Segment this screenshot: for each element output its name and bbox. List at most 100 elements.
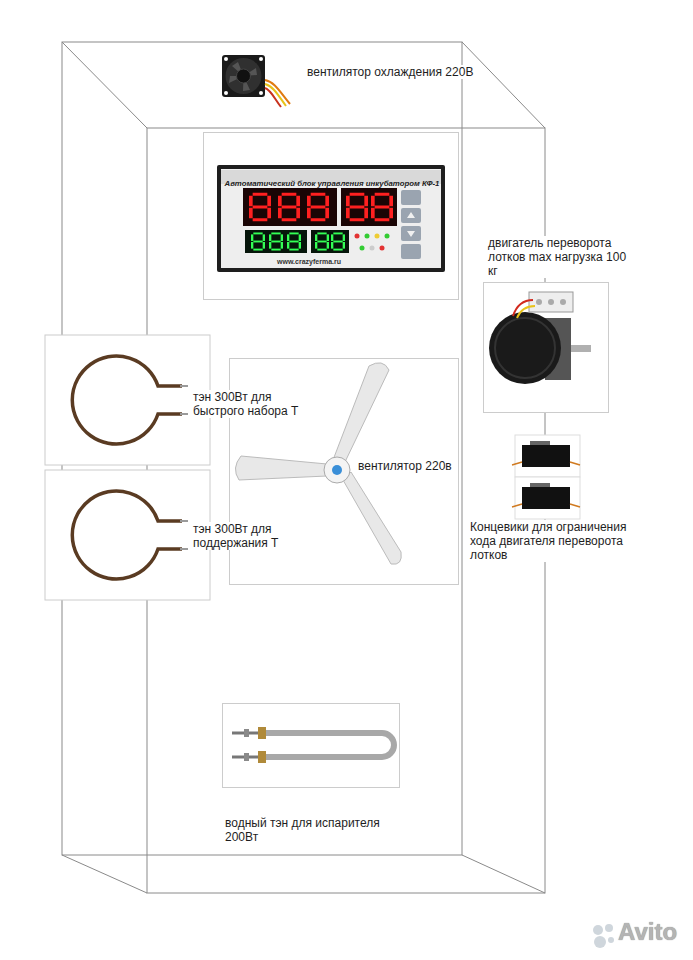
- cabinet-outline-part: [62, 42, 147, 128]
- controller-unit-part: [249, 193, 271, 222]
- water-heater-part: [266, 733, 394, 757]
- water-heater-part: [258, 751, 266, 763]
- water-heater-box: водный тэн для испарителя 200Вт: [222, 703, 400, 788]
- circulation-fan-part: [343, 472, 401, 564]
- watermark-holder: Avito: [618, 918, 677, 946]
- turning-motor-part: [495, 318, 555, 378]
- cabinet-outline-part: [62, 855, 147, 893]
- water-heater: [222, 703, 400, 788]
- heater-hold-part: [180, 548, 188, 550]
- water-heater-part: [258, 727, 266, 739]
- turning-motor-part: [548, 299, 554, 305]
- watermark-logo-part: [593, 925, 603, 935]
- controller-unit-part: [385, 234, 390, 239]
- cooling-fan-part: [265, 88, 281, 107]
- water-heater-part: [244, 729, 249, 737]
- controller-unit-part: [407, 212, 415, 237]
- turning-motor-part: [483, 282, 609, 413]
- controller-unit-part: [245, 230, 307, 253]
- heater-fast-part: [180, 385, 188, 387]
- controller-title-holder: Автоматический блок управления инкубатор…: [222, 172, 442, 190]
- fan-label: вентилятор 220в: [358, 459, 452, 473]
- controller-unit-part: [370, 246, 375, 251]
- controller-unit-part: [365, 234, 370, 239]
- motor-box: двигатель переворота лотков max нагрузка…: [483, 282, 609, 413]
- controller-unit-part: [360, 246, 365, 251]
- turning-motor-part: [529, 292, 573, 312]
- water-heater-part: [222, 703, 400, 788]
- circulation-fan-part: [333, 363, 389, 462]
- controller-unit-part: [307, 193, 329, 222]
- cooling-fan-part: [229, 62, 257, 91]
- motor-heading-holder: двигатель переворота лотков max нагрузка…: [486, 236, 636, 279]
- limit-switches: [512, 435, 580, 519]
- limit-switches-part: [512, 462, 522, 465]
- circulation-fan-part: [235, 456, 327, 480]
- heater-fast-part: [72, 356, 182, 444]
- controller-unit-part: [251, 232, 265, 250]
- controller-unit-part: [341, 188, 397, 226]
- limit-switches-part: [522, 487, 570, 509]
- turning-motor: [483, 282, 609, 413]
- cooling-fan-part: [265, 84, 286, 106]
- water-heater-part: [244, 753, 249, 761]
- limit-switches-part: [515, 477, 580, 519]
- controller-unit-part: [315, 232, 329, 250]
- controller-unit-part: [401, 190, 421, 205]
- controller-unit-part: [217, 165, 445, 272]
- limit-switches-part: [530, 441, 550, 445]
- controller-unit-part: [401, 244, 421, 259]
- heater-label: тэн 300Вт для поддержания Т: [191, 522, 315, 550]
- turning-motor-part: [513, 300, 533, 316]
- heater-label-holder: тэн 300Вт для быстрого набора Т: [191, 390, 315, 419]
- controller-unit-part: [278, 193, 300, 222]
- controller-unit-part: [269, 232, 283, 250]
- turning-motor-part: [560, 299, 566, 305]
- turning-motor-part: [536, 299, 542, 305]
- turning-motor-part: [489, 312, 561, 384]
- fan-label-holder: вентилятор 220в: [358, 456, 452, 474]
- limit-switches-part: [512, 504, 522, 507]
- controller-title: Автоматический блок управления инкубатор…: [225, 178, 440, 190]
- controller-unit: [203, 132, 459, 300]
- controller-unit-part: [375, 234, 380, 239]
- cooling-fan-label: вентилятор охлаждения 220В: [305, 65, 475, 79]
- circulation-fan-part: [324, 457, 350, 483]
- cooling-fan-part: [237, 69, 251, 83]
- cabinet-outline: [62, 42, 545, 893]
- cooling-fan-part: [259, 57, 263, 61]
- cabinet-outline-part: [462, 42, 545, 128]
- heater-hold-part: [72, 491, 182, 579]
- cooling-fan-part: [224, 57, 228, 61]
- controller-unit-part: [355, 234, 360, 239]
- watermark: Avito: [618, 918, 677, 946]
- turning-motor-part: [571, 345, 591, 352]
- water-heater-heading-holder: водный тэн для испарителя 200Вт: [225, 816, 415, 844]
- controller-unit-part: [380, 246, 385, 251]
- motor-heading: двигатель переворота лотков max нагрузка…: [486, 236, 636, 278]
- heater-hold-part: [180, 520, 188, 522]
- cooling-fan-part: [259, 91, 263, 95]
- limit-switch-label-holder: Концевики для ограничения хода двигателя…: [468, 520, 652, 563]
- circulation-fan-part: [332, 465, 342, 475]
- controller-unit-part: [203, 132, 459, 300]
- controller-box: Автоматический блок управления инкубатор…: [203, 132, 459, 300]
- heater-label-holder: тэн 300Вт для поддержания Т: [191, 522, 315, 551]
- heater-label: тэн 300Вт для быстрого набора Т: [191, 390, 315, 418]
- controller-unit-part: [346, 193, 368, 222]
- turning-motor-part: [517, 306, 535, 318]
- watermark-logo-part: [605, 924, 613, 932]
- limit-switches-part: [530, 483, 550, 487]
- controller-unit-part: [243, 188, 337, 226]
- limit-switch-label: Концевики для ограничения хода двигателя…: [468, 520, 652, 562]
- watermark-logo-part: [594, 936, 606, 948]
- cabinet-outline-part: [462, 855, 545, 893]
- controller-unit-part: [371, 193, 393, 222]
- controller-url: www.crazyferma.ru: [224, 257, 394, 266]
- heater-hold-part: [45, 470, 210, 600]
- heater-fast-part: [45, 335, 210, 465]
- limit-switches-part: [522, 445, 570, 467]
- limit-switches-part: [515, 435, 580, 477]
- heater-fast: [45, 335, 210, 465]
